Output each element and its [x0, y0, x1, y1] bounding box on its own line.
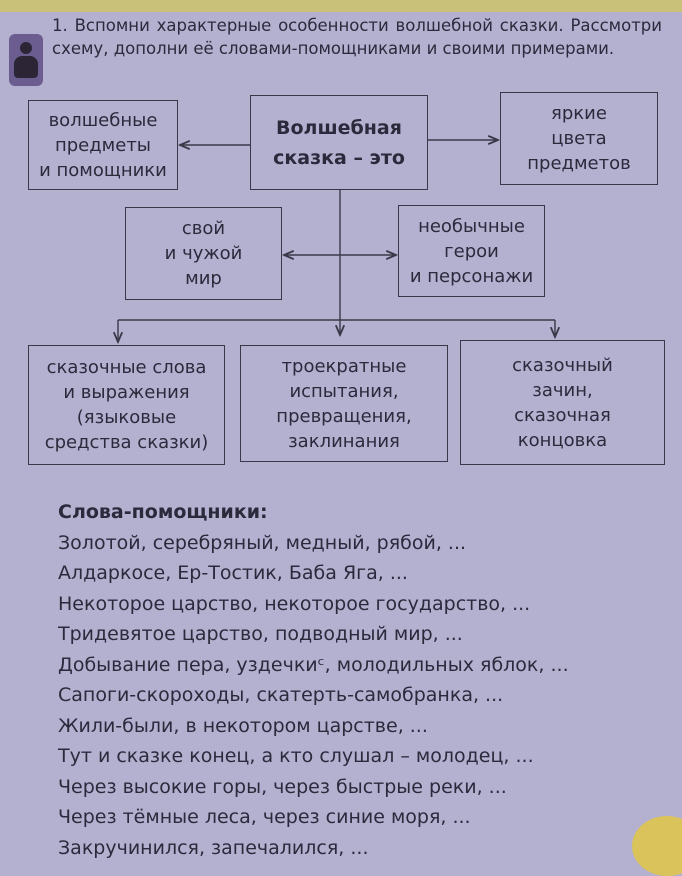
- task-text: 1. Вспомни характерные особенности волше…: [52, 14, 662, 60]
- helper-line: Закручинился, запечалился, ...: [58, 836, 369, 859]
- diagram-connectors: [0, 0, 682, 846]
- diagram-box-trials: троекратные испытания, превращения, закл…: [240, 345, 448, 462]
- helper-line: Тридевятое царство, подводный мир, ...: [58, 623, 463, 645]
- task-instruction: Вспомни характерные особенности волшебно…: [52, 16, 663, 58]
- helper-line: Добывание пера, уздечкиᶜ, молодильных яб…: [58, 653, 569, 676]
- helper-line: Тут и сказке конец, а кто слушал – молод…: [58, 745, 534, 767]
- helper-line: Через тёмные леса, через синие моря, ...: [58, 806, 471, 828]
- diagram-box-fairy-words: сказочные слова и выражения (языковые ср…: [28, 345, 225, 465]
- student-icon: [9, 34, 43, 86]
- helper-line: Некоторое царство, некоторое государство…: [58, 592, 531, 615]
- diagram-box-opening-ending: сказочный зачин, сказочная концовка: [460, 340, 665, 465]
- helper-words: Слова-помощники: Золотой, серебряный, ме…: [58, 497, 569, 863]
- diagram-box-heroes: необычные герои и персонажи: [398, 205, 545, 297]
- page-top-strip: [0, 0, 682, 12]
- helpers-title: Слова-помощники:: [58, 501, 268, 523]
- diagram-box-worlds: свой и чужой мир: [125, 207, 282, 300]
- helper-line: Золотой, серебряный, медный, рябой, ...: [58, 531, 467, 554]
- task-number: 1.: [52, 16, 68, 35]
- diagram-box-bright-colors: яркие цвета предметов: [500, 92, 658, 185]
- diagram-center-box: Волшебная сказка – это: [250, 95, 428, 190]
- helper-line: Сапоги-скороходы, скатерть-самобранка, .…: [58, 684, 504, 706]
- helper-line: Алдаркосе, Ер-Тостик, Баба Яга, ...: [58, 562, 408, 584]
- helper-line: Жили-были, в некотором царстве, ...: [58, 714, 428, 737]
- diagram-box-magic-items: волшебные предметы и помощники: [28, 100, 178, 190]
- helper-line: Через высокие горы, через быстрые реки, …: [58, 775, 507, 798]
